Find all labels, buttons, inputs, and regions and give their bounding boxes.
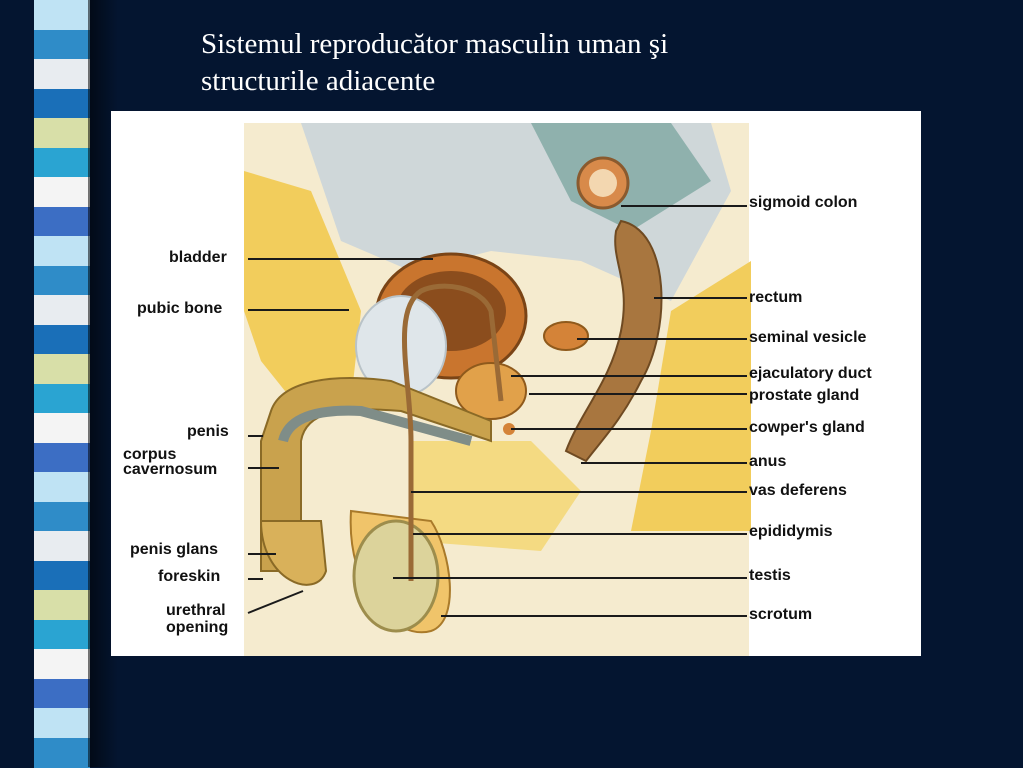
sigmoid-lumen [589, 169, 617, 197]
label-scrotum: scrotum [749, 607, 812, 623]
label-testis: testis [749, 568, 791, 584]
stripe-block [34, 148, 90, 179]
stripe-block [34, 443, 90, 474]
label-prostate-gland: prostate gland [749, 388, 859, 404]
stripe-block [34, 30, 90, 61]
stripe-block [34, 295, 90, 326]
label-foreskin: foreskin [158, 569, 220, 585]
label-anus: anus [749, 454, 786, 470]
stripe-block [34, 266, 90, 297]
stripe-block [34, 590, 90, 621]
label-vas-deferens: vas deferens [749, 483, 847, 499]
label-penis: penis [187, 424, 229, 440]
stripe-block [34, 118, 90, 149]
stripe-block [34, 236, 90, 267]
anatomy-diagram: bladder pubic bone penis corpus cavernos… [111, 111, 921, 656]
stripe-block [34, 708, 90, 739]
label-pubic-bone: pubic bone [137, 301, 222, 317]
label-cavernosum: cavernosum [123, 462, 217, 478]
stripe-block [34, 679, 90, 710]
stripe-block [34, 531, 90, 562]
stripe-block [34, 354, 90, 385]
stripe-block [34, 0, 90, 31]
label-epididymis: epididymis [749, 524, 833, 540]
stripe-block [34, 649, 90, 680]
label-opening: opening [166, 620, 228, 636]
stripe-block [34, 325, 90, 356]
slide-title-line-2: structurile adiacente [201, 63, 901, 100]
label-sigmoid-colon: sigmoid colon [749, 195, 857, 211]
anatomy-illustration [111, 111, 921, 656]
stripe-block [34, 384, 90, 415]
label-bladder: bladder [169, 250, 227, 266]
stripe-block [34, 207, 90, 238]
decorative-stripe [34, 0, 90, 767]
stripe-block [34, 561, 90, 592]
stripe-block [34, 472, 90, 503]
slide-title: Sistemul reproducător masculin uman şi s… [201, 26, 901, 100]
label-urethral: urethral [166, 603, 226, 619]
testis-shape [354, 521, 438, 631]
label-penis-glans: penis glans [130, 542, 218, 558]
stripe-block [34, 413, 90, 444]
stripe-block [34, 89, 90, 120]
slide-title-line-1: Sistemul reproducător masculin uman şi [201, 26, 901, 63]
stripe-block [34, 620, 90, 651]
stripe-block [34, 502, 90, 533]
seminal-vesicle-shape [544, 322, 588, 350]
stripe-block [34, 59, 90, 90]
label-rectum: rectum [749, 290, 802, 306]
label-ejaculatory-duct: ejaculatory duct [749, 366, 872, 382]
label-cowpers-gland: cowper's gland [749, 420, 865, 436]
stripe-block [34, 177, 90, 208]
stripe-block [34, 738, 90, 768]
label-seminal-vesicle: seminal vesicle [749, 330, 866, 346]
